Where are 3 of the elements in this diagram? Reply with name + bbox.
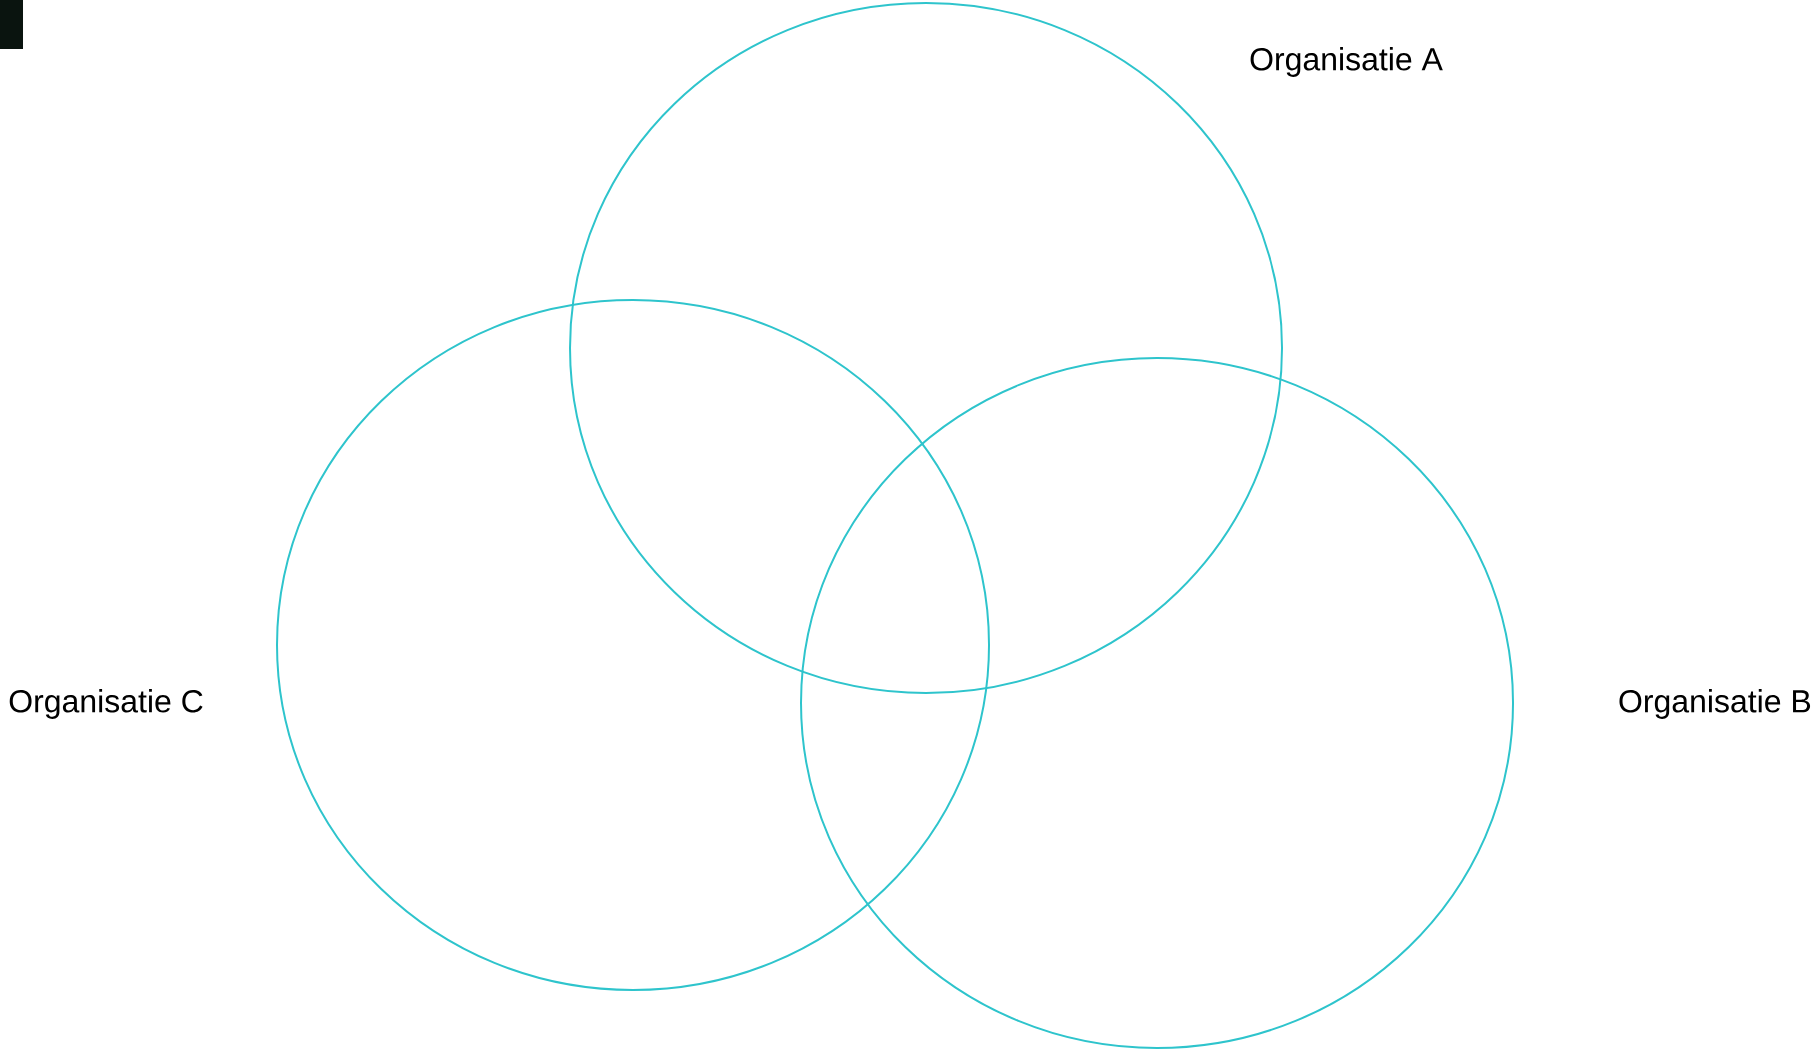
circle-label: Organisatie B (1619, 689, 1811, 719)
circle-label: Organisatie C (9, 689, 203, 719)
circle-label: Organisatie A (1250, 47, 1443, 77)
